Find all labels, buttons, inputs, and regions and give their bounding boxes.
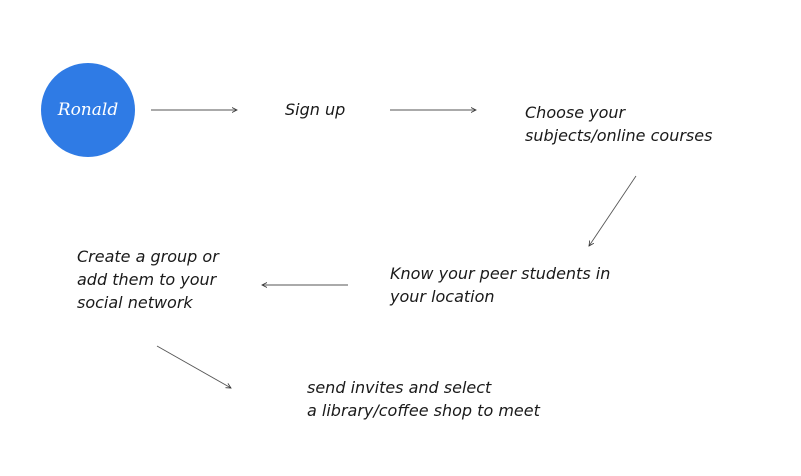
step-create-group: Create a group or add them to your socia…: [77, 245, 219, 314]
step-create-group-line: add them to your: [77, 270, 217, 289]
step-know-peers: Know your peer students in your location: [390, 262, 610, 308]
step-send-invites-line: send invites and select: [307, 378, 492, 397]
step-create-group-line: social network: [77, 293, 193, 312]
arrow-group-to-invite: [156, 345, 231, 388]
arrow-choose-to-peers: [589, 175, 637, 246]
persona-name: Ronald: [57, 100, 119, 120]
step-send-invites: send invites and select a library/coffee…: [307, 376, 540, 422]
step-send-invites-line: a library/coffee shop to meet: [307, 401, 540, 420]
step-choose-subjects-line: Choose your: [525, 103, 626, 122]
step-choose-subjects: Choose your subjects/online courses: [525, 101, 712, 147]
step-know-peers-line: your location: [390, 287, 495, 306]
persona-circle: Ronald: [41, 63, 135, 157]
step-create-group-line: Create a group or: [77, 247, 219, 266]
step-sign-up-line: Sign up: [285, 100, 346, 119]
step-sign-up: Sign up: [285, 98, 345, 121]
step-choose-subjects-line: subjects/online courses: [525, 126, 713, 145]
step-know-peers-line: Know your peer students in: [390, 264, 611, 283]
